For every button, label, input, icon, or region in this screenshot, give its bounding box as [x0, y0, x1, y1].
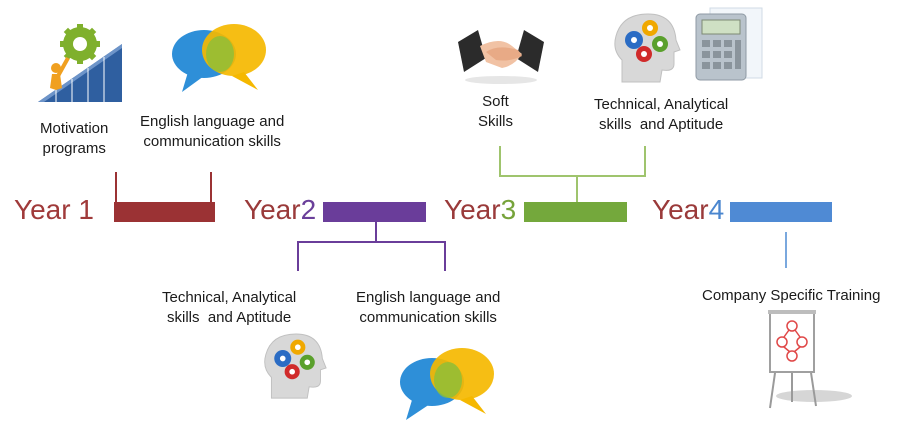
year-3-bar [524, 202, 627, 222]
soft-skills-label: Soft Skills [478, 93, 514, 130]
year-4-connector-stem [785, 232, 787, 268]
year-2-connector-left [297, 241, 299, 271]
head-gears-icon-year2 [264, 333, 327, 399]
year-2-number: 2 [300, 194, 317, 225]
year-1-connector-right [210, 172, 212, 202]
year-1-word: Year [14, 194, 71, 225]
english-communication-label-year1: English language and communication skill… [140, 113, 285, 150]
year-1-connector-left [115, 172, 117, 202]
year-3-number: 3 [500, 194, 517, 225]
gear-push-icon [38, 24, 122, 102]
calculator-icon [695, 7, 763, 81]
english-communication-label-year2: English language and communication skill… [356, 289, 501, 326]
year-4-number: 4 [708, 194, 725, 225]
year-1-label: Year 1 [14, 194, 94, 226]
year-4-word: Year [652, 194, 709, 225]
year-2-connector-stem [375, 222, 377, 242]
year-1-number: 1 [78, 194, 94, 225]
motivation-programs-label: Motivation programs [40, 120, 109, 157]
year-2-label: Year2 [244, 194, 316, 226]
year-2-connector-right [444, 241, 446, 271]
speech-bubbles-icon-year2 [400, 348, 494, 420]
speech-bubbles-icon-year1 [172, 24, 266, 92]
year-1-bar [114, 202, 215, 222]
technical-analytical-label-year3: Technical, Analytical skills and Aptitud… [594, 96, 729, 133]
year-3-connector-right [644, 146, 646, 177]
company-specific-training-label: Company Specific Training [702, 287, 881, 304]
year-4-bar [730, 202, 832, 222]
year-4-label: Year4 [652, 194, 724, 226]
year-3-connector-stem [576, 175, 578, 202]
head-gears-icon-year3 [614, 13, 681, 83]
year-3-word: Year [444, 194, 501, 225]
year-2-connector-horizontal [297, 241, 446, 243]
year-3-connector-horizontal [499, 175, 646, 177]
technical-analytical-label-year2: Technical, Analytical skills and Aptitud… [162, 289, 297, 326]
year-3-connector-left [499, 146, 501, 177]
handshake-icon [458, 30, 544, 84]
year-2-bar [323, 202, 426, 222]
year-3-label: Year3 [444, 194, 516, 226]
flipchart-icon [768, 310, 852, 409]
year-2-word: Year [244, 194, 301, 225]
